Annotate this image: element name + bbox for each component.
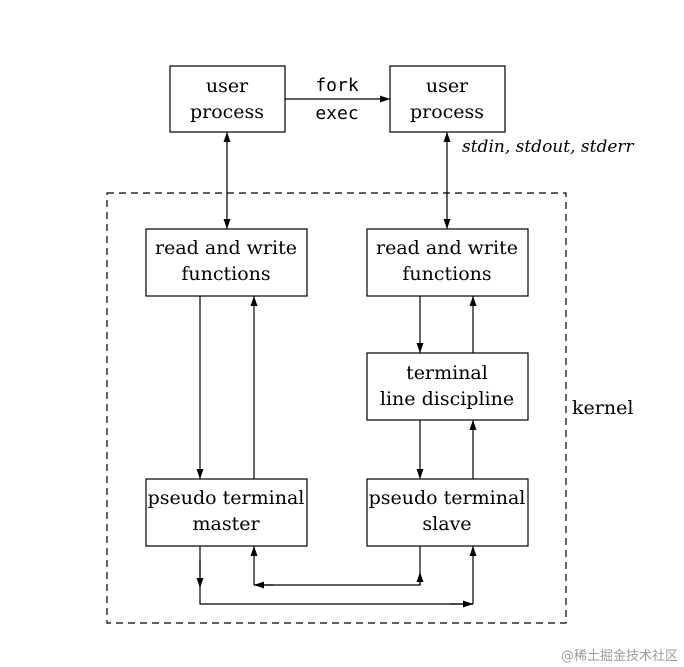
watermark-text: @稀土掘金技术社区 bbox=[561, 648, 678, 664]
line-discipline-box: terminal line discipline bbox=[366, 352, 529, 421]
line-discipline-line2: line discipline bbox=[380, 388, 514, 410]
rw-functions-right-box: read and write functions bbox=[366, 228, 529, 297]
pty-slave-line2: slave bbox=[422, 513, 471, 535]
line-discipline-line1: terminal bbox=[406, 362, 488, 384]
user-process-right-box: user process bbox=[389, 65, 506, 133]
exec-label: exec bbox=[315, 103, 358, 124]
user-process-left-line1: user bbox=[206, 75, 249, 97]
kernel-label: kernel bbox=[572, 397, 633, 419]
pty-master-line2: master bbox=[192, 513, 260, 535]
user-process-left-box: user process bbox=[169, 65, 286, 133]
rw-left-line2: functions bbox=[181, 263, 270, 285]
slave-to-master-path bbox=[254, 546, 421, 586]
rw-functions-left-box: read and write functions bbox=[145, 228, 308, 297]
user-process-right-line1: user bbox=[426, 75, 469, 97]
pty-slave-box: pseudo terminal slave bbox=[366, 478, 529, 547]
user-process-left-line2: process bbox=[190, 101, 264, 123]
rw-right-line2: functions bbox=[402, 263, 491, 285]
fork-label: fork bbox=[315, 75, 359, 96]
stdio-label: stdin, stdout, stderr bbox=[462, 137, 635, 157]
rw-right-line1: read and write bbox=[376, 237, 518, 259]
user-process-right-line2: process bbox=[410, 101, 484, 123]
pty-master-line1: pseudo terminal bbox=[148, 487, 305, 509]
kernel-boundary bbox=[106, 192, 567, 624]
master-to-slave-path bbox=[199, 546, 473, 605]
pty-master-box: pseudo terminal master bbox=[145, 478, 308, 547]
rw-left-line1: read and write bbox=[155, 237, 297, 259]
pty-slave-line1: pseudo terminal bbox=[369, 487, 526, 509]
